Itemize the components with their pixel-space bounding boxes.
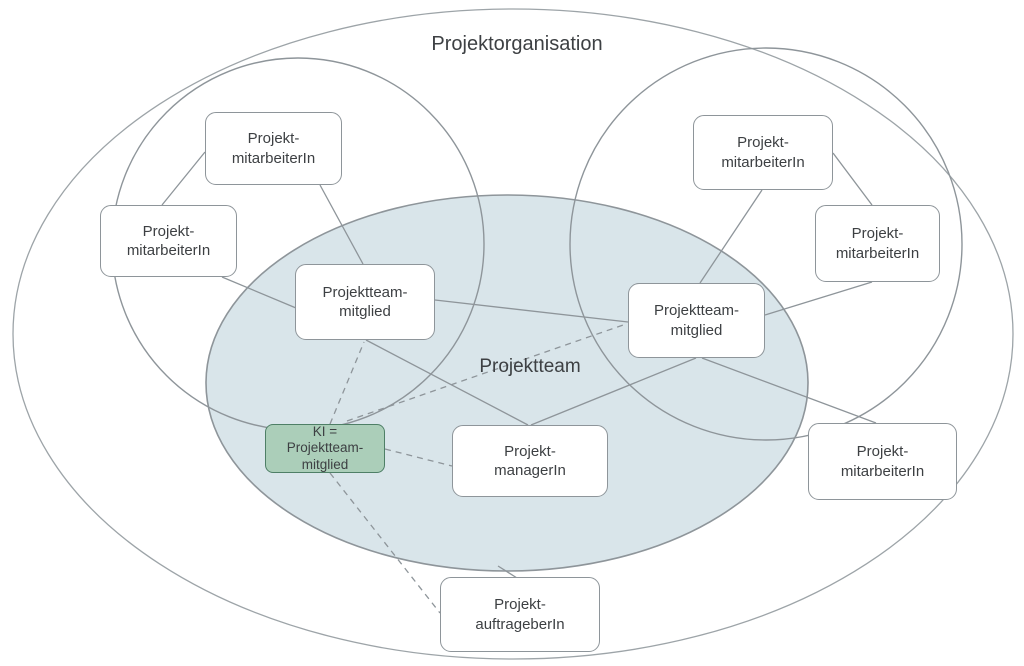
diagram-title: Projektorganisation [431, 33, 603, 55]
projektteam-label: Projektteam [479, 356, 581, 377]
node-projekt-mitarbeiterin-left-top: Projekt- mitarbeiterIn [205, 112, 342, 185]
dashed-edges [329, 323, 627, 614]
edge-l1-tl [319, 184, 364, 265]
edge-r2-tr [764, 281, 873, 316]
projektorganisation-ellipse [12, 8, 1014, 660]
edge-ki-b [329, 472, 441, 614]
node-projektteam-mitglied-left: Projektteam- mitglied [295, 264, 435, 340]
edge-l2-tl [221, 276, 297, 309]
edge-tl-tr [434, 299, 629, 323]
edge-r1-tr [699, 189, 763, 284]
edge-tl-pm [365, 339, 529, 426]
node-projekt-mitarbeiterin-left: Projekt- mitarbeiterIn [100, 205, 237, 277]
edge-l1-l2 [161, 151, 206, 206]
node-projektteam-mitglied-right: Projektteam- mitglied [628, 283, 765, 358]
node-projekt-mitarbeiterin-outer-right: Projekt- mitarbeiterIn [808, 423, 957, 500]
projektteam-ellipse [205, 194, 809, 572]
edge-ki-tl [329, 341, 365, 425]
edge-tr-pm [530, 357, 697, 426]
node-ki-projektteam-mitglied: KI = Projektteam- mitglied [265, 424, 385, 473]
node-projekt-mitarbeiterin-right-top: Projekt- mitarbeiterIn [693, 115, 833, 190]
node-projekt-mitarbeiterin-right: Projekt- mitarbeiterIn [815, 205, 940, 282]
node-projekt-auftrageberin: Projekt- auftrageberIn [440, 577, 600, 652]
edge-tr-r3 [701, 357, 877, 424]
edge-ki-tr [346, 323, 627, 422]
node-projekt-managerin: Projekt- managerIn [452, 425, 608, 497]
edge-b-team-ellipse [497, 565, 518, 579]
solid-edges [161, 151, 877, 579]
right-subteam-circle [569, 47, 963, 441]
edge-r1-r2 [832, 152, 873, 206]
edge-ki-pm [384, 448, 453, 467]
